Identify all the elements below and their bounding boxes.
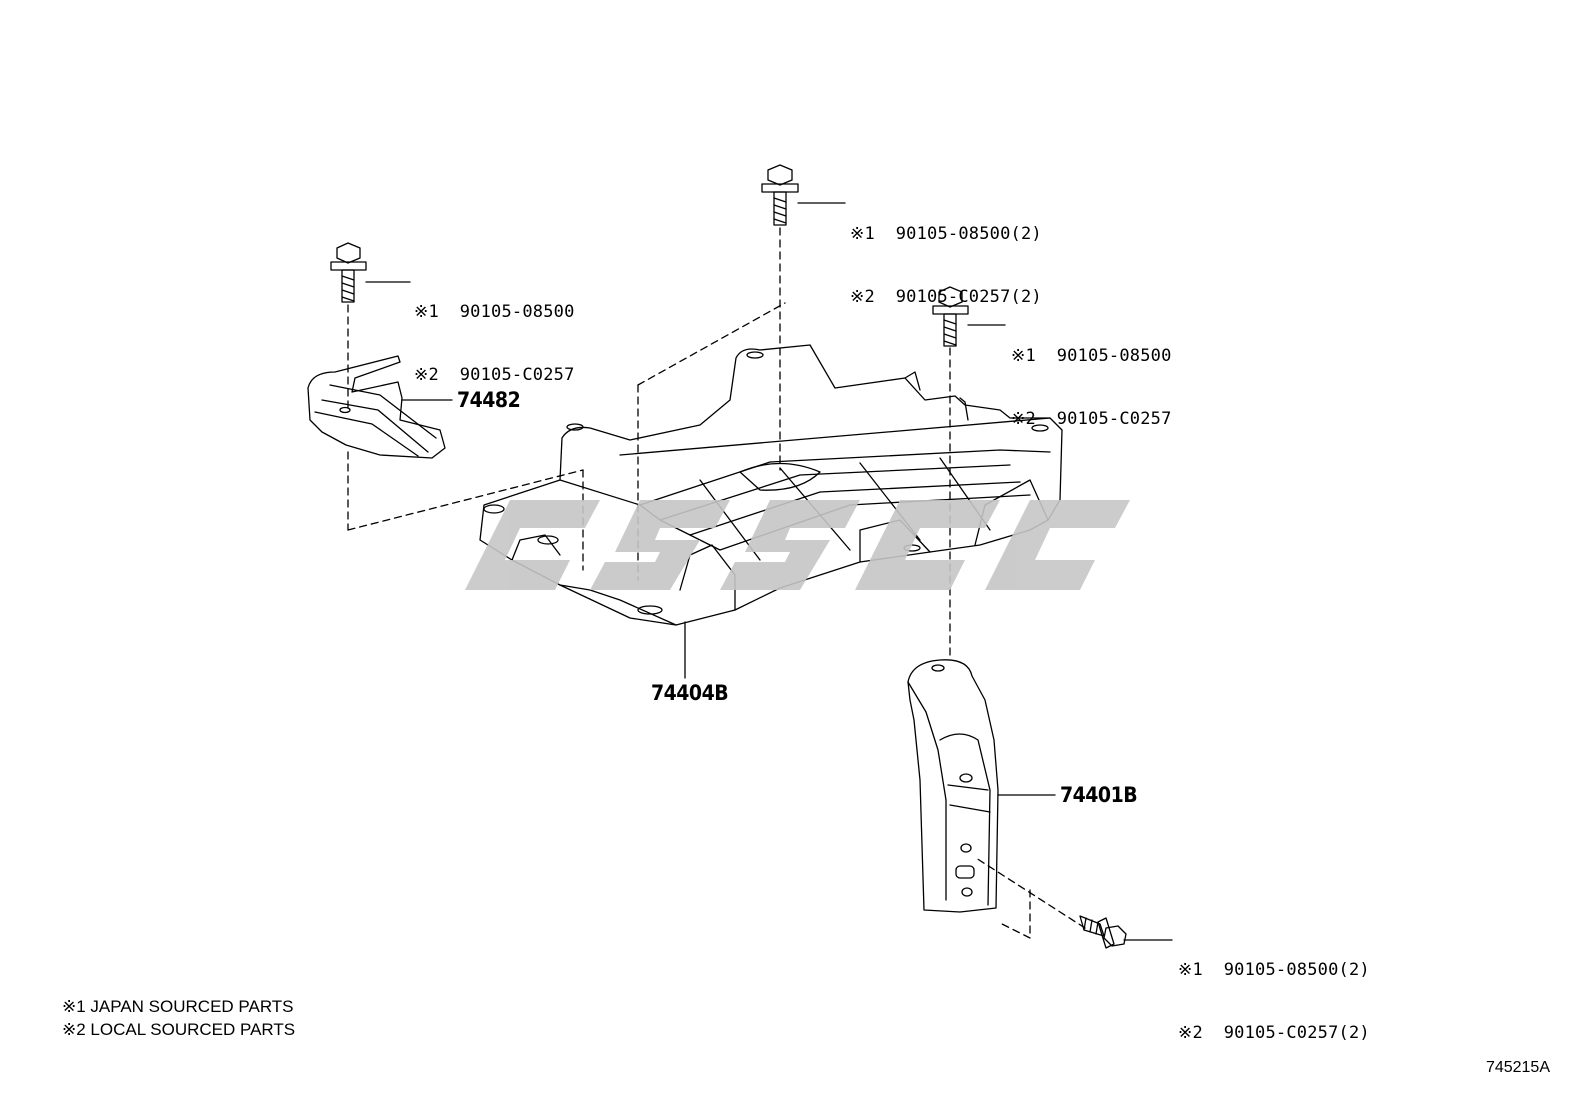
bolt-bottom [1079,915,1127,949]
callout-line-1: ※1 90105-08500(2) [850,224,1042,244]
stay-part [907,659,999,913]
callout-bolt-bottom: ※1 90105-08500(2) ※2 90105-C0257(2) [1178,918,1370,1065]
callout-bolt-left: ※1 90105-08500 ※2 90105-C0257 [414,260,575,407]
part-number-bracket: 74482 [457,388,521,412]
callout-line-1: ※1 90105-08500 [414,302,575,322]
part-number-stay: 74401B [1060,783,1138,807]
legend-japan: ※1 JAPAN SOURCED PARTS [62,997,294,1016]
bracket-part [307,355,446,459]
callout-line-2: ※2 90105-C0257(2) [850,287,1042,307]
callout-line-2: ※2 90105-C0257(2) [1178,1023,1370,1043]
watermark-logo [465,500,1130,590]
callout-line-1: ※1 90105-08500 [1011,346,1172,366]
callout-line-1: ※1 90105-08500(2) [1178,960,1370,980]
callout-bolt-center: ※1 90105-08500(2) ※2 90105-C0257(2) [850,182,1042,329]
callout-line-2: ※2 90105-C0257 [1011,409,1172,429]
bolt-center [761,164,799,226]
leader-lines [365,202,1173,941]
bolt-left [330,242,367,303]
source-legend: ※1 JAPAN SOURCED PARTS ※2 LOCAL SOURCED … [62,995,295,1041]
part-number-tray: 74404B [651,681,729,705]
callout-line-2: ※2 90105-C0257 [414,365,575,385]
legend-local: ※2 LOCAL SOURCED PARTS [62,1020,296,1039]
bolt-right [932,286,969,347]
diagram-id: 745215A [1485,1059,1550,1076]
callout-bolt-right: ※1 90105-08500 ※2 90105-C0257 [1011,304,1172,451]
